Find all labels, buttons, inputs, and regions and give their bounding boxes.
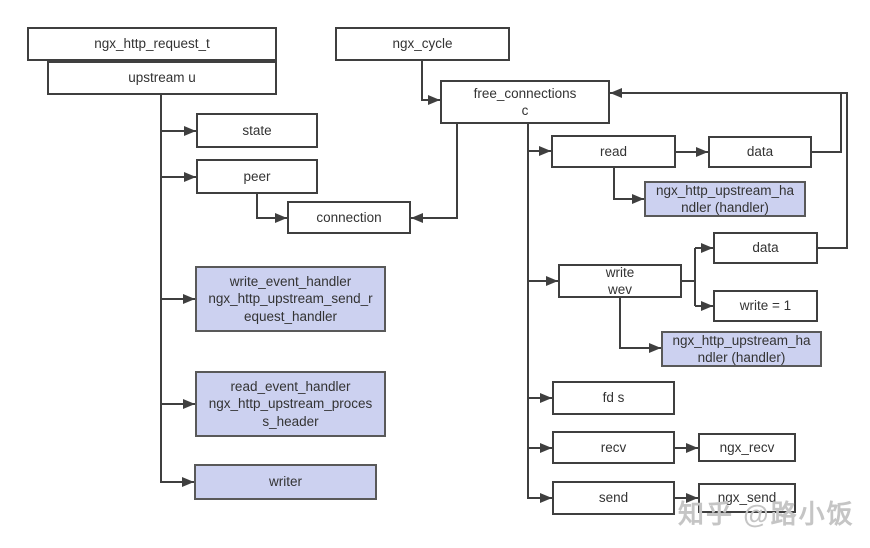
node-send: send	[552, 481, 675, 515]
node-ngx-recv: ngx_recv	[698, 433, 796, 462]
node-free-connections: free_connections c	[440, 80, 610, 124]
node-fd-s: fd s	[552, 381, 675, 415]
node-read: read	[551, 135, 676, 168]
node-read-handler: ngx_http_upstream_ha ndler (handler)	[644, 181, 806, 217]
node-ngx-send: ngx_send	[698, 483, 796, 513]
node-ngx-cycle: ngx_cycle	[335, 27, 510, 61]
node-write-event-handler: write_event_handler ngx_http_upstream_se…	[195, 266, 386, 332]
node-write-wev: write wev	[558, 264, 682, 298]
node-writer: writer	[194, 464, 377, 500]
node-read-data: data	[708, 136, 812, 168]
node-upstream-u: upstream u	[47, 61, 277, 95]
node-ngx-http-request-t: ngx_http_request_t	[27, 27, 277, 61]
node-state: state	[196, 113, 318, 148]
node-peer: peer	[196, 159, 318, 194]
node-write-eq-1: write = 1	[713, 290, 818, 322]
node-read-event-handler: read_event_handler ngx_http_upstream_pro…	[195, 371, 386, 437]
node-write-data: data	[713, 232, 818, 264]
zhihu-watermark: 知乎 @路小饭	[678, 499, 855, 529]
node-write-handler: ngx_http_upstream_ha ndler (handler)	[661, 331, 822, 367]
node-connection: connection	[287, 201, 411, 234]
node-recv: recv	[552, 431, 675, 464]
